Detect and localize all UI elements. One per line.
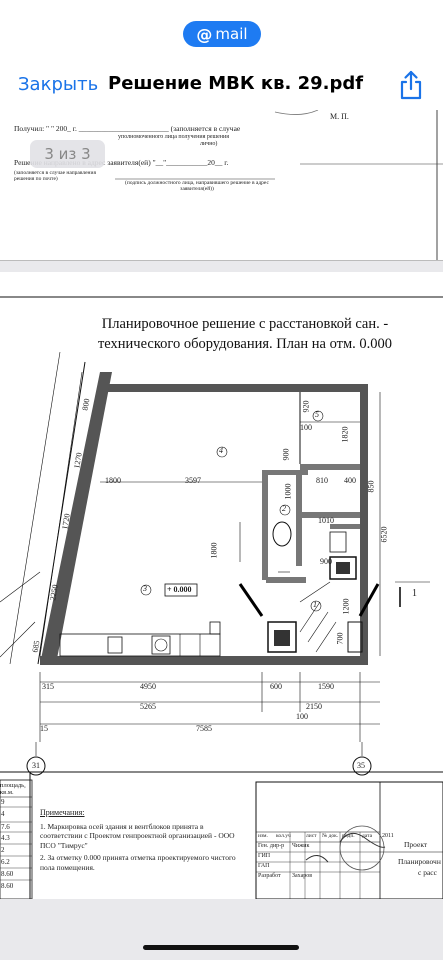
plan-title-line1: Планировочное решение с расстановкой сан… [101,316,389,332]
receipt-line: Получил: " " 200_ г. ___________________… [14,124,241,133]
dim-label: 900 [320,557,332,566]
room-number: 5 [315,410,319,419]
dim-label: 1010 [318,516,334,525]
plan-title-line2: технического оборудования. План на отм. … [97,336,393,352]
stamp-col: № док. [322,833,339,839]
dim-label: 2150 [306,702,322,711]
stamp-name: Захаров [292,873,313,879]
dim-label: 400 [344,476,356,485]
stamp-project: Проект [404,840,428,849]
table-cell: 9 [1,798,5,806]
plan-title: Планировочное решение с расстановкой сан… [60,314,430,354]
section-mark: 1 [412,588,417,599]
table-cell: 6.2 [1,858,10,866]
dim-label: 850 [366,480,376,493]
table-cell: 4.3 [1,834,10,842]
dim-label: 1200 [341,598,351,615]
pdf-page-3: Планировочное решение с расстановкой сан… [0,272,443,899]
home-indicator[interactable] [143,945,299,950]
stamp-col: подп. [342,833,355,839]
stamp-name: Чижик [292,843,310,849]
plan-notes: Примечания: 1. Маркировка осей здания и … [40,808,240,872]
dim-label: 100 [300,423,312,432]
stamp-row: ГАП [258,863,270,869]
table-cell: 7.6 [1,823,10,831]
dim-label: 1000 [283,483,293,500]
dim-label: 15 [40,724,48,733]
dim-label: 1800 [105,476,121,485]
table-cell: 2 [1,846,5,854]
dim-label: 7585 [196,724,212,733]
at-icon: @ [196,24,213,44]
stamp-col: дата [362,833,373,839]
page1-lines [115,110,443,260]
sent-note: (заполняется в случае направления решени… [14,170,96,182]
stamp-row: Ген. дир-р [258,843,285,849]
stamp-col: изм. [258,833,268,839]
dim-label: 810 [316,476,328,485]
axis-label-right: 35 [357,761,365,770]
dim-label: 3597 [185,476,201,485]
app-badge[interactable]: @ mail [183,21,261,47]
level-mark: + 0.000 [167,585,192,594]
dim-label: 4950 [140,682,156,691]
table-cell: 8.60 [1,870,14,878]
room-number: 4 [219,446,223,455]
axis-label-left: 31 [32,761,40,770]
page-indicator: 3 из 3 [30,140,105,168]
dim-label: 1590 [318,682,334,691]
stamp-label: М. П. [330,112,349,121]
stamp-sheet-title2: с расс [418,868,437,877]
table-cell: 4 [1,810,5,818]
sent-line: Решение направлено в адрес заявителя(ей)… [14,158,229,167]
document-title: Решение МВК кв. 29.pdf [108,73,364,94]
dim-label: 700 [335,632,345,645]
close-button[interactable]: Закрыть [18,74,99,95]
dim-label: 920 [301,400,311,413]
app-badge-label: mail [215,25,248,43]
table-header: площадь, кв.м. [0,782,26,796]
stamp-sheet-title: Планировочн [398,857,441,866]
note-item: 1. Маркировка осей здания и вентблоков п… [40,821,235,850]
notes-heading: Примечания: [40,808,85,817]
dim-label: 1800 [209,542,219,559]
stamp-col: кол.уч [276,833,291,839]
pdf-page-2: Получил: " " 200_ г. ___________________… [0,110,443,261]
room-number: 3 [143,584,147,593]
receipt-sub2: лично) [200,141,218,147]
stamp-year: 2011 [382,833,394,839]
dim-label: 6520 [379,526,389,543]
floor-plan-drawing [0,296,443,899]
stamp-row: Разработ [258,873,281,879]
signature-note: (подпись должностного лица, направившего… [125,180,269,192]
stamp-col: лист [306,833,317,839]
dim-label: 315 [42,682,54,691]
room-number: 1 [313,600,317,609]
receipt-sub: уполномоченного лица получения решения [118,134,229,140]
dim-label: 100 [296,712,308,721]
stamp-row: ГИП [258,853,271,859]
share-icon[interactable] [398,70,424,100]
dim-label: 900 [281,448,291,461]
room-number: 2 [282,504,286,513]
dim-label: 1820 [340,426,350,443]
viewer-header: @ mail Закрыть Решение МВК кв. 29.pdf [0,0,443,110]
note-item: 2. За отметку 0.000 принята отметка прое… [40,853,236,872]
dim-label: 600 [270,682,282,691]
table-cell: 8.60 [1,882,14,890]
dim-label: 5265 [140,702,156,711]
